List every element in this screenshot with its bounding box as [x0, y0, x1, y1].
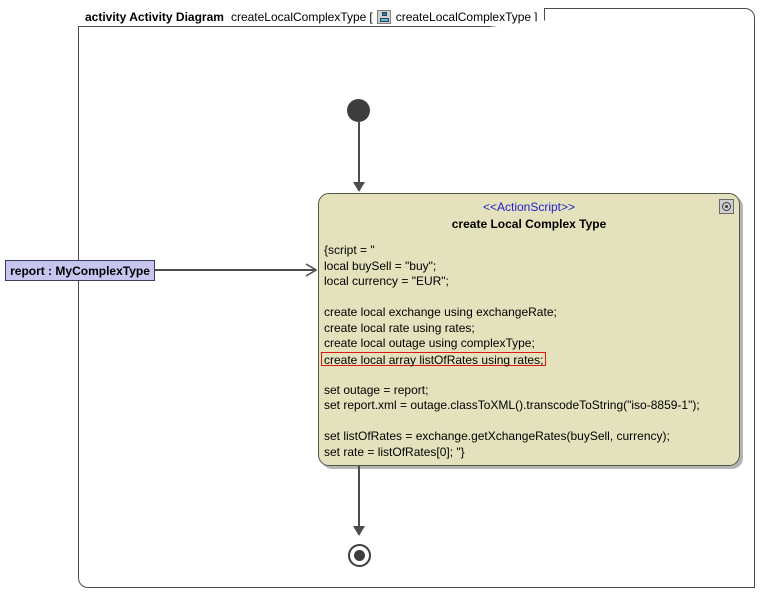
script-line-highlighted: create local array listOfRates using rat…	[321, 351, 547, 366]
script-line	[324, 414, 739, 430]
arrowhead-down-icon	[353, 182, 365, 192]
action-script-body: {script = "local buySell = "buy";local c…	[319, 243, 739, 460]
script-line: set outage = report;	[324, 383, 739, 399]
script-line: create local exchange using exchangeRate…	[324, 305, 739, 321]
activity-final-node[interactable]	[348, 544, 371, 567]
control-flow-action-to-final[interactable]	[358, 466, 360, 526]
script-line: create local array listOfRates using rat…	[321, 351, 739, 368]
gear-dot	[725, 205, 728, 208]
script-line: create local outage using complexType;	[324, 336, 739, 352]
diagram-frame-header: activity Activity Diagram createLocalCom…	[78, 8, 546, 27]
script-line-text: set listOfRates = exchange.getXchangeRat…	[324, 429, 670, 443]
script-line-text: local buySell = "buy";	[324, 258, 437, 273]
frame-keyword: activity Activity Diagram	[85, 10, 224, 24]
script-line	[324, 367, 739, 383]
object-node-report[interactable]: report : MyComplexType	[5, 260, 155, 281]
action-stereotype: <<ActionScript>>	[482, 200, 576, 214]
script-line	[324, 290, 739, 306]
script-line: local currency = "EUR";	[324, 274, 739, 290]
arrowhead-down-icon	[353, 526, 365, 536]
script-line-text: create local outage using complexType;	[324, 336, 535, 350]
arrowhead-right-icon	[305, 263, 317, 277]
script-line: create local rate using rates;	[324, 321, 739, 337]
frame-diagram-name: createLocalComplexType	[230, 10, 367, 24]
action-title: create Local Complex Type	[451, 217, 607, 231]
script-line-text: set report.xml = outage.classToXML().tra…	[324, 398, 700, 412]
object-node-label: report : MyComplexType	[10, 263, 150, 278]
script-line-text: create local exchange using exchangeRate…	[324, 305, 557, 319]
script-line-text: create local rate using rates;	[324, 320, 475, 335]
frame-qualified-name: createLocalComplexType	[395, 10, 532, 24]
action-node-create-local-complex-type[interactable]: <<ActionScript>> create Local Complex Ty…	[318, 193, 740, 466]
script-line: set report.xml = outage.classToXML().tra…	[324, 398, 739, 414]
script-line-text: {script = "	[324, 243, 375, 257]
script-line: {script = "	[324, 243, 739, 259]
gear-ring	[722, 202, 731, 211]
script-line: local buySell = "buy";	[324, 259, 739, 275]
script-line-text: set rate = listOfRates[0]; "}	[324, 444, 465, 459]
script-line: set rate = listOfRates[0]; "}	[324, 445, 739, 461]
script-line-text: set outage = report;	[324, 382, 429, 397]
frame-bracket-close: ]	[534, 10, 538, 24]
object-flow-report-to-action[interactable]	[155, 269, 315, 271]
final-node-inner	[354, 550, 365, 561]
script-line-text: local currency = "EUR";	[324, 274, 449, 288]
script-line: set listOfRates = exchange.getXchangeRat…	[324, 429, 739, 445]
control-flow-initial-to-action[interactable]	[358, 122, 360, 182]
frame-bracket-open: [	[369, 10, 373, 24]
initial-node[interactable]	[347, 99, 370, 122]
gear-icon[interactable]	[719, 199, 734, 214]
activity-diagram-icon	[376, 10, 391, 24]
